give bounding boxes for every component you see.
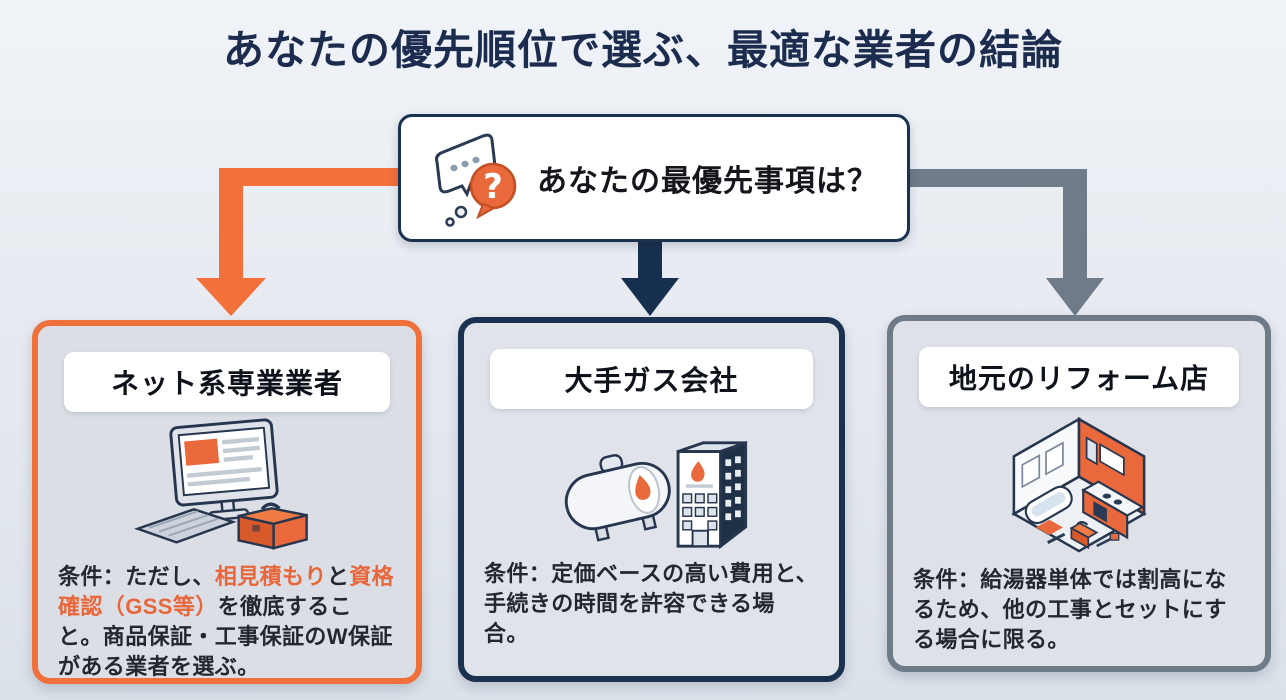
condition-segment: 条件：給湯器単体では割高になるため、他の工事とセットにする場合に限る。 [913, 567, 1227, 652]
speech-bubble-question-icon: ? [435, 133, 517, 227]
renovation-room-icon [893, 407, 1265, 557]
condition-segment: を徹底すること。商品保証・工事保証のW保証がある業者を選ぶ。 [58, 593, 393, 679]
condition-segment: 条件：定価ベースの高い費用と、手続きの時間を許容できる場合。 [484, 561, 819, 646]
condition-segment-highlight: 資格確認（GSS等） [58, 564, 395, 619]
computer-toolbox-icon [38, 412, 416, 554]
card-net-contractor-condition: 条件：ただし、相見積もりと資格確認（GSS等）を徹底すること。商品保証・工事保証… [58, 562, 396, 682]
card-local-reform-condition: 条件：給湯器単体では割高になるため、他の工事とセットにする場合に限る。 [913, 565, 1245, 655]
condition-segment: と [326, 564, 350, 589]
arrow-to-net-contractor [196, 168, 400, 316]
svg-text:?: ? [483, 167, 503, 207]
arrow-to-local-reform [905, 169, 1104, 316]
question-label: あなたの最優先事項は？ [537, 165, 878, 198]
card-local-reform: 地元のリフォーム店 条件 [887, 315, 1271, 672]
card-net-contractor: ネット系専業業者 条件：ただし、相見積もりと資格 [32, 320, 422, 684]
card-net-contractor-title: ネット系専業業者 [64, 352, 390, 412]
condition-segment-highlight: 相見積もり [214, 564, 327, 589]
card-gas-company-condition: 条件：定価ベースの高い費用と、手続きの時間を許容できる場合。 [484, 559, 819, 649]
question-box: ? あなたの最優先事項は？ [398, 114, 910, 242]
card-gas-company-title: 大手ガス会社 [490, 349, 813, 409]
page-title: あなたの優先順位で選ぶ、最適な業者の結論 [223, 27, 1063, 73]
arrow-to-gas-company [621, 235, 679, 316]
gas-tank-building-icon [464, 409, 839, 551]
card-gas-company: 大手ガス会社 [458, 317, 845, 682]
condition-segment: 条件：ただし、 [58, 564, 215, 589]
card-local-reform-title: 地元のリフォーム店 [919, 347, 1239, 407]
